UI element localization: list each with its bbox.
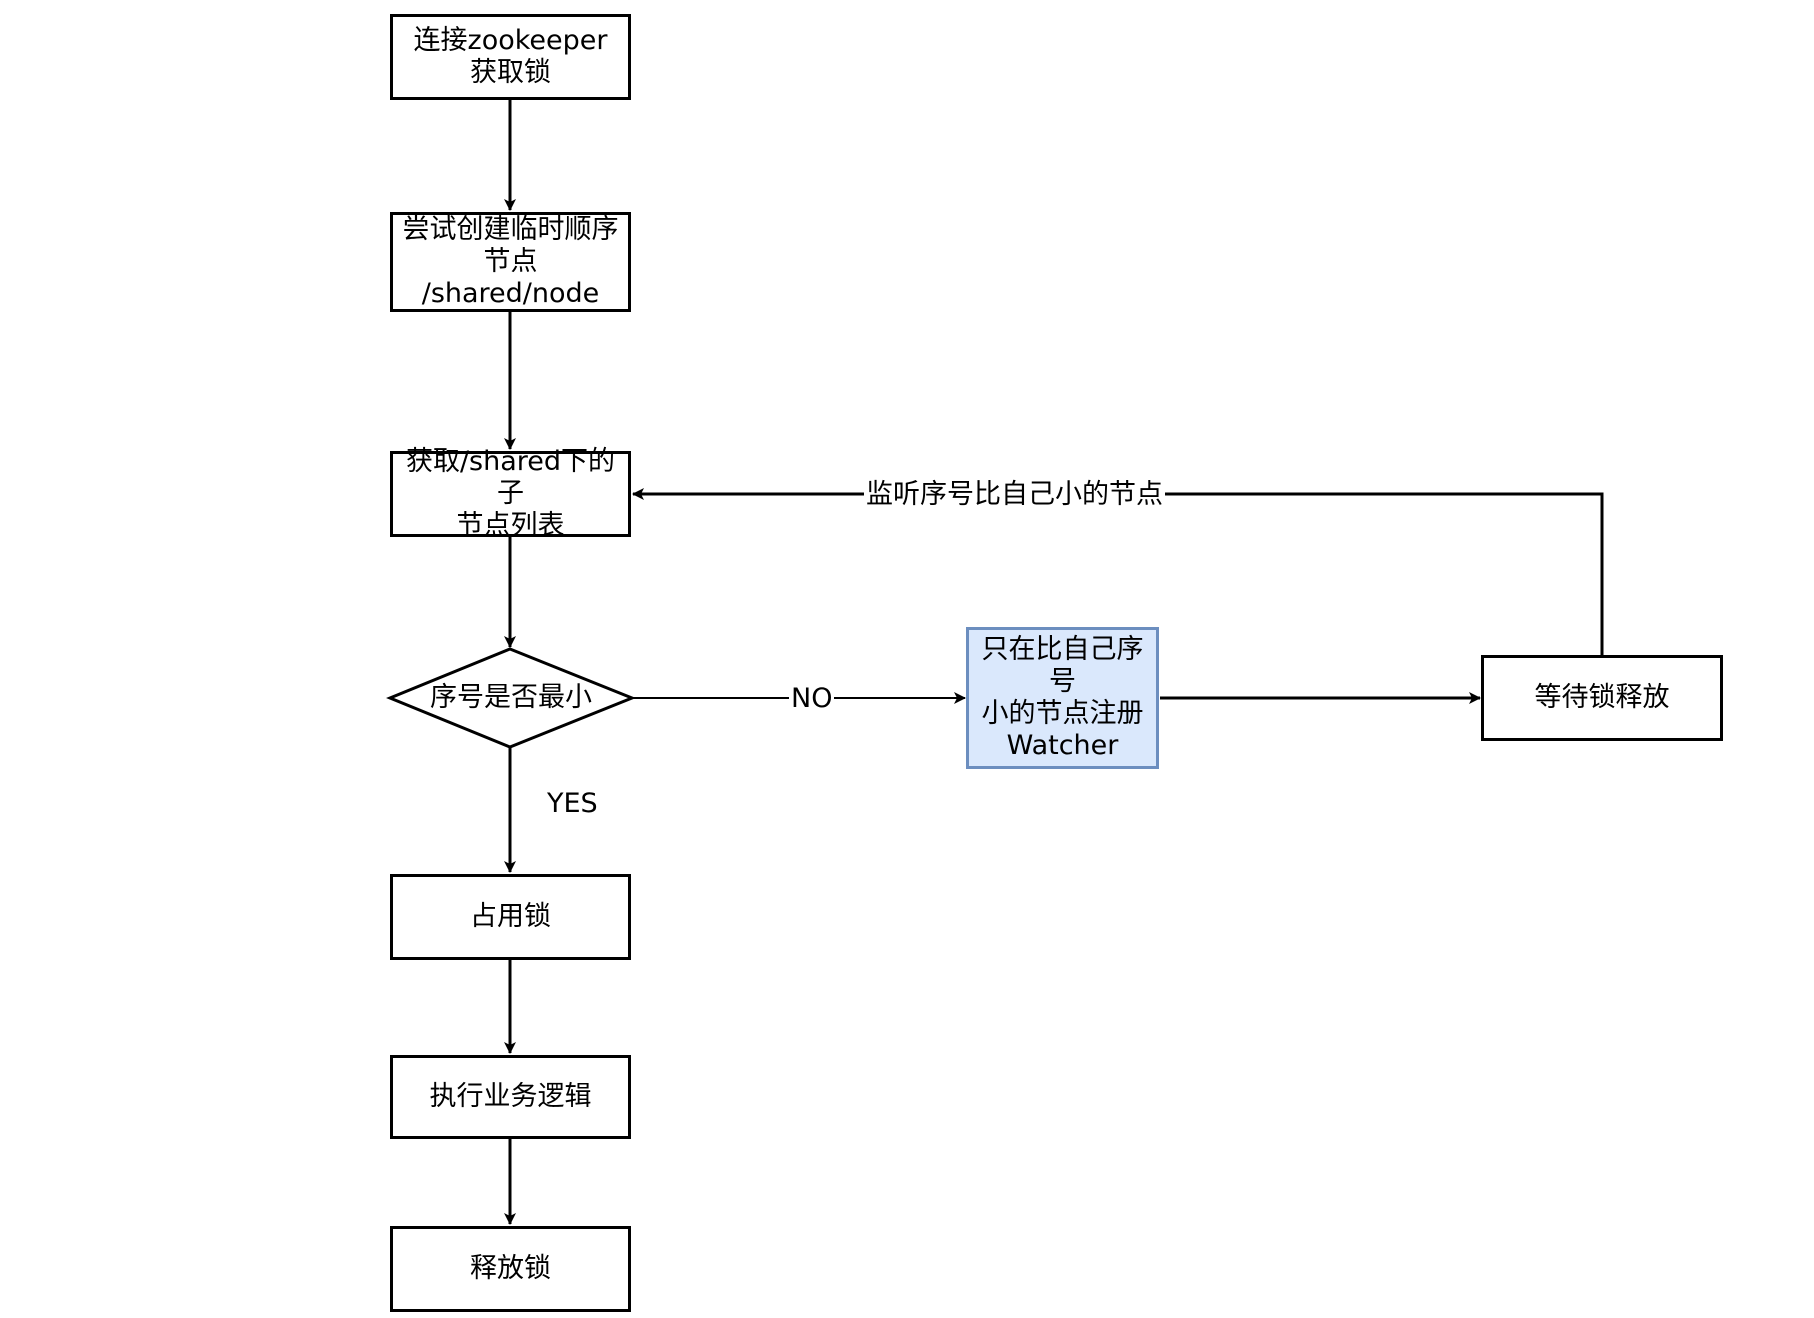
edge-label-watch-smaller: 监听序号比自己小的节点: [864, 479, 1165, 511]
edge-label-no: NO: [789, 683, 835, 715]
node-create: 尝试创建临时顺序 节点 /shared/node: [390, 212, 631, 312]
node-is-min: 序号是否最小: [390, 649, 632, 747]
node-get-children: 获取/shared下的子 节点列表: [390, 446, 631, 541]
node-acquire: 占用锁: [390, 874, 631, 960]
node-execute-label: 执行业务逻辑: [429, 1081, 592, 1112]
node-connect-label: 连接zookeeper 获取锁: [413, 25, 608, 88]
node-register-watcher-label: 只在比自己序号 小的节点注册 Watcher: [981, 634, 1144, 761]
decision-diamond-shape: [386, 647, 637, 749]
node-wait-label: 等待锁释放: [1534, 682, 1670, 713]
node-execute: 执行业务逻辑: [390, 1055, 631, 1139]
node-register-watcher: 只在比自己序号 小的节点注册 Watcher: [966, 627, 1159, 769]
node-wait: 等待锁释放: [1481, 655, 1723, 741]
node-create-label: 尝试创建临时顺序 节点 /shared/node: [402, 214, 619, 309]
node-release: 释放锁: [390, 1226, 631, 1312]
edge-label-yes: YES: [547, 788, 598, 819]
node-acquire-label: 占用锁: [470, 901, 551, 932]
node-is-min-label: 序号是否最小: [430, 682, 592, 713]
node-get-children-label: 获取/shared下的子 节点列表: [405, 446, 616, 541]
node-connect: 连接zookeeper 获取锁: [390, 14, 631, 100]
node-release-label: 释放锁: [470, 1253, 551, 1284]
